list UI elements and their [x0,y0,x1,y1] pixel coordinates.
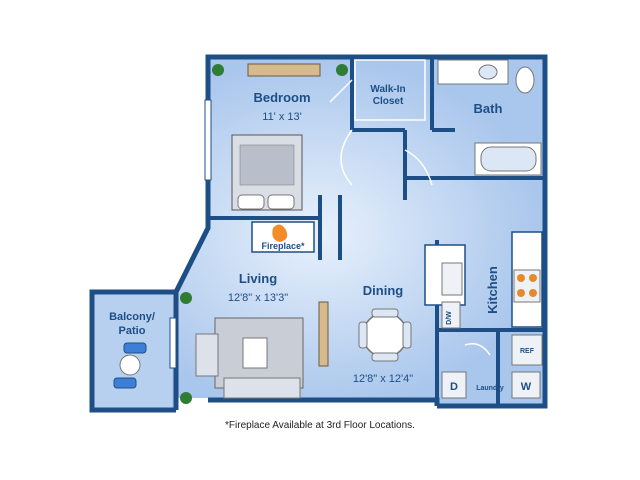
bedroom-door-swing [340,129,353,186]
kitchen-label: Kitchen [485,266,500,314]
dining-label: Dining [363,283,403,298]
fireplace-label: Fireplace* [261,241,305,251]
bath-door-swing [404,149,433,186]
fireplace [251,221,315,253]
plant-icon [180,64,348,404]
dishwasher-label: D/W [446,311,453,325]
bedroom-label: Bedroom [253,90,310,105]
laundry-label: Laundry [476,385,504,392]
kitchen-counters [424,231,543,399]
balcony-label-line1: Balcony/ [109,311,155,323]
closet-label-line1: Walk-In [370,84,405,95]
bed [231,134,303,211]
living-furniture [169,301,329,399]
dining-size: 12'8" x 12'4" [353,373,413,385]
living-size: 12'8" x 13'3" [228,292,288,304]
balcony-label-line2: Patio [119,325,146,337]
kitchen-door-swing [464,343,491,356]
living-label: Living [239,271,277,286]
closet-outline [354,59,426,121]
floor-plan: Bedroom 11' x 13' Walk-In Closet Bath Li… [89,54,548,413]
bedroom-size: 11' x 13' [262,111,301,123]
bedroom-dresser [247,63,321,77]
refrigerator-label: REF [520,348,535,355]
bedroom-window [204,99,212,181]
washer-label: W [521,381,532,393]
closet-door-swing [329,79,353,103]
bath-label: Bath [474,101,503,116]
balcony-furniture [113,342,147,389]
closet-label-line2: Closet [373,96,404,107]
dryer-label: D [450,381,458,393]
footnote: *Fireplace Available at 3rd Floor Locati… [225,420,415,431]
bathroom-fixtures [437,59,542,176]
dining-table [358,308,412,362]
